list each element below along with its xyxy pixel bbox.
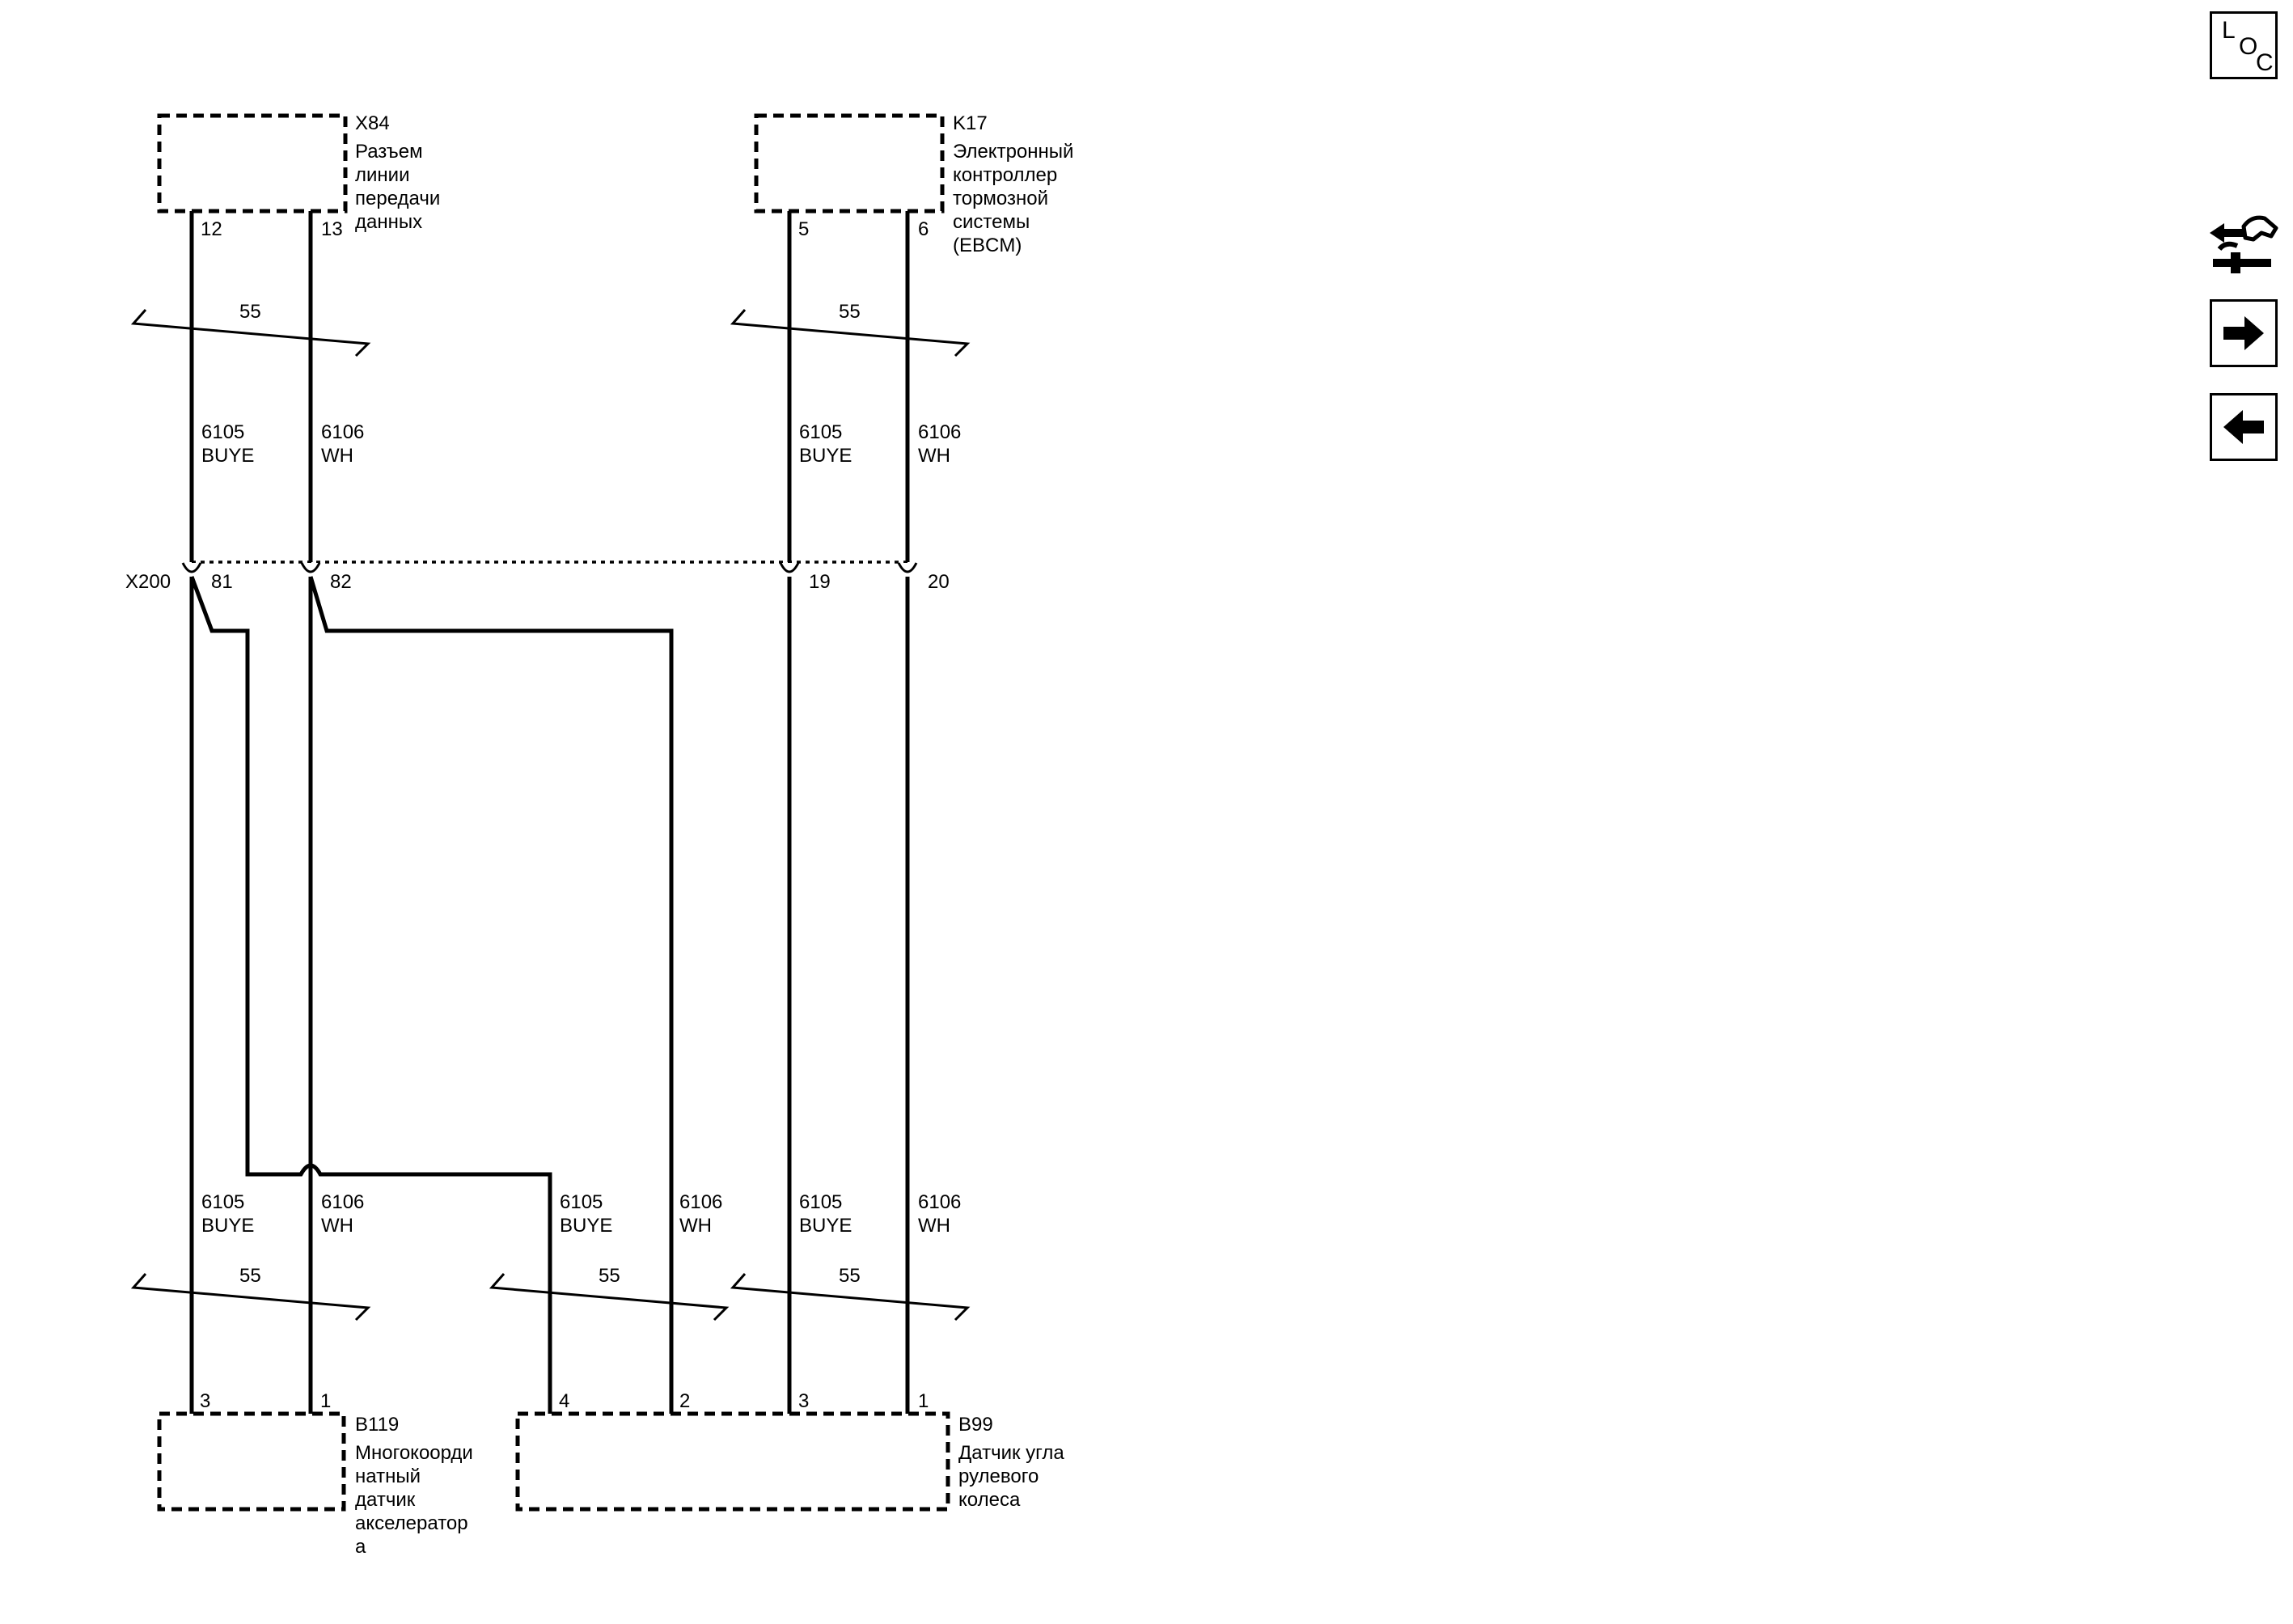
wire-labels-lower: 6105 BUYE 6106 WH 6105 BUYE 6106 WH 6105…	[201, 1191, 961, 1237]
k17-name-line-5: (EBCM)	[953, 235, 1022, 256]
k17-pin-6: 6	[918, 218, 929, 240]
b119-name-line-1: Многокоорди	[355, 1442, 473, 1464]
wire-circuit-6106: 6106	[321, 421, 364, 443]
wire-color-buye: BUYE	[799, 445, 852, 467]
component-k17-labels: K17 Электронный контроллер тормозной сис…	[798, 112, 1073, 256]
b119-name-line-4: акселератор	[355, 1512, 468, 1534]
wire-circuit-6105: 6105	[799, 421, 842, 443]
component-b99-labels: 4 2 3 1 B99 Датчик угла рулевого колеса	[559, 1390, 1064, 1511]
b119-sensor-box[interactable]	[157, 1411, 346, 1512]
wire-color-wh: WH	[321, 1215, 353, 1237]
b119-ref: B119	[355, 1414, 399, 1436]
next-page-button[interactable]	[2210, 299, 2278, 367]
connector-views-icon[interactable]	[2202, 209, 2282, 290]
b119-name-line-3: датчик	[355, 1489, 416, 1511]
b119-pin-3: 3	[200, 1390, 210, 1412]
twisted-pair-marker-k17	[730, 309, 971, 357]
location-button[interactable]: L O C	[2210, 11, 2278, 79]
b99-ref: B99	[958, 1414, 993, 1436]
x200-pin-81: 81	[211, 571, 233, 593]
twisted-pair-label-b99-right: 55	[839, 1265, 861, 1287]
previous-page-button[interactable]	[2210, 393, 2278, 461]
twisted-pair-label-b99-left: 55	[599, 1265, 620, 1287]
twisted-pair-label-b119: 55	[239, 1265, 261, 1287]
k17-name-line-1: Электронный	[953, 141, 1073, 163]
x200-pin-19: 19	[809, 571, 831, 593]
b119-name-line-2: натный	[355, 1465, 421, 1487]
x200-pin-tabs	[181, 562, 918, 573]
k17-pin-5: 5	[798, 218, 809, 240]
k17-module-box[interactable]	[754, 113, 945, 214]
wire-circuit-6106: 6106	[679, 1191, 722, 1213]
wire-group	[189, 211, 910, 1414]
component-b119-labels: 3 1 B119 Многокоорди натный датчик аксел…	[200, 1390, 473, 1558]
component-x84-labels: X84 Разъем линии передачи данных 12 13	[201, 112, 440, 240]
wire-color-buye: BUYE	[201, 1215, 254, 1237]
x200-ref: X200	[125, 571, 171, 593]
x200-pin-19-tab	[779, 562, 800, 573]
wire-81-to-b99-4[interactable]	[189, 576, 552, 1414]
twisted-pair-label-x84: 55	[239, 301, 261, 323]
b99-name-line-3: колеса	[958, 1489, 1021, 1511]
x200-pin-20-tab	[897, 562, 918, 573]
location-letter-l: L	[2222, 17, 2236, 44]
x200-pin-81-tab	[181, 562, 202, 573]
b99-name-line-1: Датчик угла	[958, 1442, 1064, 1464]
k17-name-line-4: системы	[953, 211, 1030, 233]
x200-pin-20: 20	[928, 571, 950, 593]
b99-pin-2: 2	[679, 1390, 690, 1412]
x84-name-line-1: Разъем	[355, 141, 423, 163]
x84-connector-box[interactable]	[157, 113, 348, 214]
b99-pin-1: 1	[918, 1390, 929, 1412]
arrow-right-icon	[2223, 316, 2264, 350]
wire-82-to-b99-2[interactable]	[308, 576, 674, 1414]
wire-circuit-6106: 6106	[918, 1191, 961, 1213]
b119-pin-1: 1	[320, 1390, 331, 1412]
x200-pin-82: 82	[330, 571, 352, 593]
arrow-left-icon	[2223, 410, 2264, 444]
b99-sensor-box[interactable]	[515, 1411, 950, 1512]
wire-circuit-6105: 6105	[201, 1191, 244, 1213]
wire-color-buye: BUYE	[201, 445, 254, 467]
b99-pin-3: 3	[798, 1390, 809, 1412]
x200-labels: X200 81 82 19 20	[125, 571, 950, 593]
x84-name-line-2: линии	[355, 164, 409, 186]
twisted-pair-marker-x84	[130, 309, 371, 357]
wire-labels-upper: 6105 BUYE 6106 WH 6105 BUYE 6106 WH	[201, 421, 961, 467]
b99-pin-4: 4	[559, 1390, 569, 1412]
x200-pin-82-tab	[300, 562, 321, 573]
location-letter-c: C	[2256, 49, 2274, 76]
twisted-pair-label-k17: 55	[839, 301, 861, 323]
wire-circuit-6106: 6106	[321, 1191, 364, 1213]
wire-color-wh: WH	[918, 1215, 950, 1237]
twisted-pair-markers	[130, 309, 971, 1322]
twisted-pair-marker-b99-right	[730, 1273, 971, 1322]
x84-name-line-4: данных	[355, 211, 422, 233]
x84-ref: X84	[355, 112, 390, 134]
wire-color-wh: WH	[679, 1215, 712, 1237]
location-letter-o: O	[2239, 33, 2258, 60]
twisted-pair-marker-b99-left	[489, 1273, 730, 1322]
wire-circuit-6105: 6105	[201, 421, 244, 443]
x84-pin-13: 13	[321, 218, 343, 240]
x84-pin-12: 12	[201, 218, 222, 240]
wire-circuit-6106: 6106	[918, 421, 961, 443]
k17-ref: K17	[953, 112, 988, 134]
twisted-pair-marker-b119	[130, 1273, 371, 1322]
wire-circuit-6105: 6105	[560, 1191, 603, 1213]
k17-name-line-3: тормозной	[953, 188, 1048, 209]
x84-name-line-3: передачи	[355, 188, 440, 209]
wire-color-wh: WH	[321, 445, 353, 467]
shield-labels: 55 55 55 55 55	[239, 301, 861, 1287]
wire-color-buye: BUYE	[799, 1215, 852, 1237]
wire-circuit-6105: 6105	[799, 1191, 842, 1213]
b99-name-line-2: рулевого	[958, 1465, 1039, 1487]
k17-name-line-2: контроллер	[953, 164, 1057, 186]
b119-name-line-5: а	[355, 1536, 366, 1558]
wire-color-wh: WH	[918, 445, 950, 467]
wire-color-buye: BUYE	[560, 1215, 612, 1237]
